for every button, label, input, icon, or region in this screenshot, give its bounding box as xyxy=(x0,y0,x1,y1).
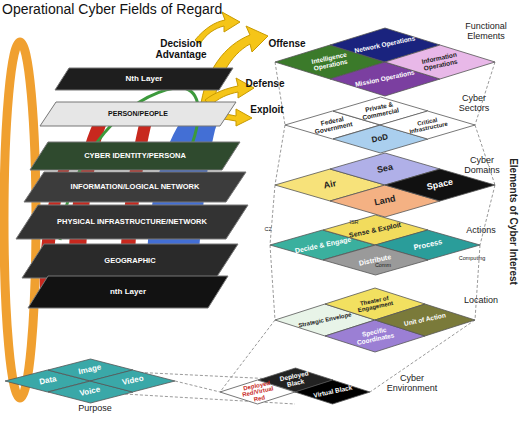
iso-tile: Virtual Black xyxy=(295,380,370,404)
text-label: Location xyxy=(456,296,506,306)
layer-plane: nth Layer xyxy=(28,276,228,308)
node-text: PERSON/PEOPLE xyxy=(56,110,220,117)
layer-plane: PERSON/PEOPLE xyxy=(40,102,236,126)
node-text: nth Layer xyxy=(48,288,208,296)
layer-plane: GEOGRAPHIC xyxy=(22,244,238,278)
text-label: Cyber Sectors xyxy=(446,94,502,114)
iso-tile: Deployed Red/Virtual Red xyxy=(220,380,295,404)
text-label: C2 xyxy=(258,226,278,232)
layer-shape xyxy=(30,142,240,170)
layer-plane: Nth Layer xyxy=(55,68,233,90)
text-label: Computing xyxy=(452,255,492,261)
iso-tile: Video xyxy=(90,370,175,392)
node-text: INFORMATION/LOGICAL NETWORK xyxy=(44,183,226,191)
text-label: Defense xyxy=(240,78,290,89)
layer-shape xyxy=(24,172,246,202)
text-label: Actions xyxy=(456,226,506,236)
iso-tile: Distribute xyxy=(323,245,428,275)
text-label: Elements of Cyber Interest xyxy=(508,147,519,297)
diagram-title: Operational Cyber Fields of Regard xyxy=(2,2,222,17)
layer-shape xyxy=(40,102,236,126)
text-label: Purpose xyxy=(70,404,120,414)
layer-plane: INFORMATION/LOGICAL NETWORK xyxy=(24,172,246,202)
iso-tile: Critical Infrastructure xyxy=(380,111,475,139)
text-label: Comm xyxy=(368,262,398,268)
tile-shape xyxy=(375,304,475,336)
text-label: Offense xyxy=(262,38,312,49)
text-label: Cyber Environment xyxy=(382,374,442,394)
layer-shape xyxy=(55,68,233,90)
node-text: GEOGRAPHIC xyxy=(44,257,216,265)
node-text: CYBER IDENTITY/PERSONA xyxy=(48,152,222,160)
iso-tile: Information Operations xyxy=(385,45,495,79)
layer-plane: CYBER IDENTITY/PERSONA xyxy=(30,142,240,170)
layer-shape xyxy=(28,276,228,308)
iso-tile: Unit of Action xyxy=(375,304,475,336)
node-text: PHYSICAL INFRASTRUCTURE/NETWORK xyxy=(38,218,226,226)
text-label: Cyber Domains xyxy=(454,156,510,176)
text-label: Decision Advantage xyxy=(146,38,216,60)
text-label: Exploit xyxy=(242,104,292,115)
layer-shape xyxy=(22,244,238,278)
layer-shape xyxy=(16,205,248,239)
layer-plane: PHYSICAL INFRASTRUCTURE/NETWORK xyxy=(16,205,248,239)
tile-shape xyxy=(385,45,495,79)
node-text: Nth Layer xyxy=(69,75,219,83)
tile-shape xyxy=(323,245,428,275)
text-label: Functional Elements xyxy=(455,22,517,42)
node-text: Deployed Red/Virtual Red xyxy=(234,378,280,405)
text-label: ISR xyxy=(344,219,364,225)
tile-shape xyxy=(380,111,475,139)
tile-shape xyxy=(90,370,175,392)
tile-shape xyxy=(295,380,370,404)
